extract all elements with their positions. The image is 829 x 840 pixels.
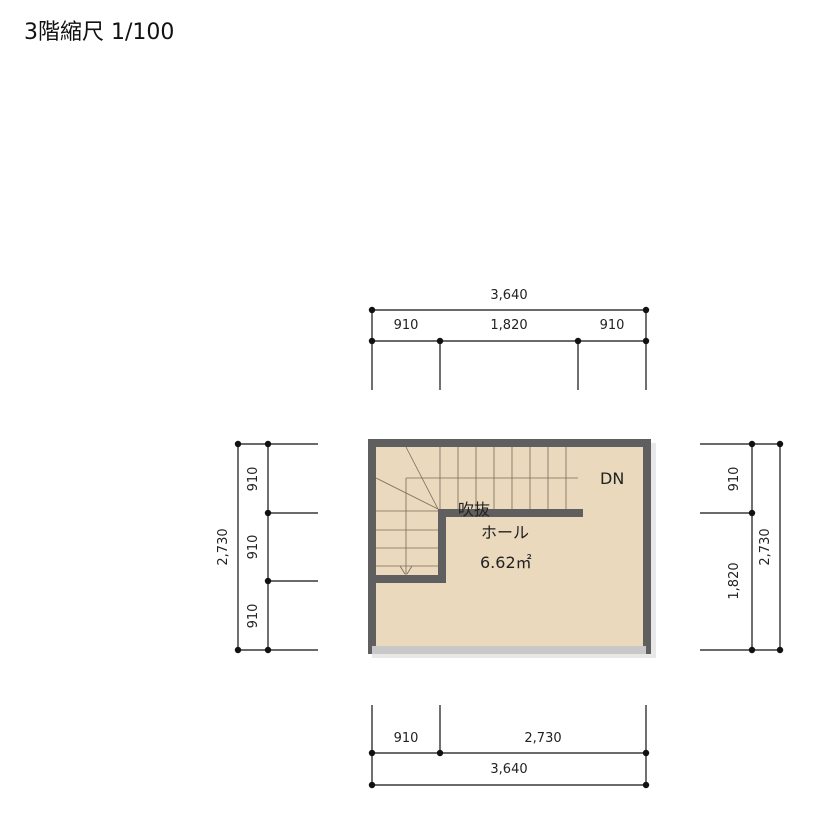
dim-top-seg-1: 910 <box>394 318 419 333</box>
dim-bottom-seg-1: 910 <box>394 731 419 746</box>
dimension-dots <box>234 306 784 789</box>
page-title: 3階縮尺 1/100 <box>24 20 175 45</box>
dim-right-seg-1: 910 <box>727 467 742 492</box>
stair-dn-label: DN <box>600 469 624 488</box>
stair <box>375 446 578 575</box>
interior-wall <box>376 509 583 583</box>
dim-top-total: 3,640 <box>490 288 527 303</box>
dim-left-seg-3: 910 <box>246 604 261 629</box>
room-hall <box>368 439 656 658</box>
room-name-line2: ホール <box>481 523 529 542</box>
dim-top-seg-3: 910 <box>600 318 625 333</box>
room-area: 6.62㎡ <box>480 553 532 572</box>
dim-left-total: 2,730 <box>216 528 231 565</box>
floor <box>376 447 643 646</box>
dim-left-seg-1: 910 <box>246 467 261 492</box>
dim-bottom-seg-2: 2,730 <box>524 731 561 746</box>
dimension-lines <box>237 309 781 786</box>
dim-bottom-total: 3,640 <box>490 762 527 777</box>
dim-left-seg-2: 910 <box>246 535 261 560</box>
dim-right-total: 2,730 <box>758 528 773 565</box>
dim-top-seg-2: 1,820 <box>490 318 527 333</box>
room-name-line1: 吹抜 <box>458 500 490 519</box>
dim-right-seg-2: 1,820 <box>727 562 742 599</box>
sill <box>372 646 646 654</box>
